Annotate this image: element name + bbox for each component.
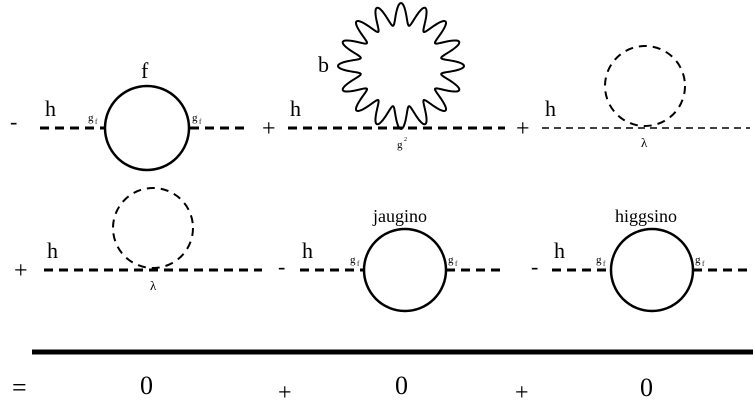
row2-term1-scalar-loop-circle [112, 187, 194, 269]
svg-text:2: 2 [404, 137, 407, 143]
row1-term3-vertex-label: λ [641, 135, 648, 150]
result-term3-value: 0 [640, 373, 653, 402]
row1-term1-sign: - [10, 109, 17, 134]
svg-text:f: f [199, 118, 202, 126]
row1-term2-h-label: h [290, 96, 301, 121]
row2-term2-sign: - [278, 254, 285, 279]
row1-term1-fermion-loop: - h f g f g f [10, 58, 250, 172]
row1-term2-loop-label: b [318, 52, 329, 77]
row2-term3-loop-label: higgsino [615, 206, 677, 226]
row2-term2-gaugino-loop-circle [362, 227, 448, 313]
row1-term1-fermion-loop-circle [103, 84, 191, 172]
row2-term3-h-label: h [554, 238, 565, 263]
row1-term2-vertex-label: g 2 [397, 137, 407, 151]
svg-text:f: f [95, 118, 98, 126]
result-row: = 0 + 0 + 0 [12, 371, 653, 406]
result-term2-sign: + [278, 380, 292, 406]
row2-term3-vertex-right-label: g f [695, 254, 705, 268]
svg-text:g: g [695, 254, 701, 266]
svg-text:f: f [702, 260, 705, 268]
row2-term2-loop-label: jaugino [372, 206, 427, 226]
svg-text:g: g [397, 139, 403, 151]
row1-term1-vertex-right-label: g f [192, 112, 202, 126]
row2-term3-vertex-left-label: g f [596, 254, 606, 268]
row1-term1-h-label: h [45, 96, 56, 121]
svg-text:f: f [455, 260, 458, 268]
result-equals-sign: = [12, 373, 27, 402]
row1-term2-gauge-loop: + h b g 2 [262, 1, 505, 151]
svg-text:g: g [192, 112, 198, 124]
result-term2-value: 0 [395, 371, 408, 400]
row2-term3-higgsino-loop-circle [609, 227, 695, 313]
svg-text:f: f [357, 260, 360, 268]
row1-term3-scalar-loop: + h λ [516, 45, 750, 150]
result-term1-value: 0 [140, 371, 153, 400]
row2-term3-sign: - [531, 254, 538, 279]
row2-term2-vertex-left-label: g f [350, 254, 360, 268]
row2-term2-vertex-right-label: g f [448, 254, 458, 268]
row2-term3-higgsino-loop: - h higgsino g f g f [531, 206, 752, 313]
row2-term2-gaugino-loop: - h jaugino g f g f [278, 206, 505, 313]
row2-term1-sign: + [14, 258, 28, 284]
svg-text:g: g [448, 254, 454, 266]
row1-term1-vertex-left-label: g f [88, 112, 98, 126]
row2-term1-h-label: h [47, 238, 58, 263]
row2-term2-h-label: h [302, 238, 313, 263]
svg-text:f: f [603, 260, 606, 268]
row2-term1-vertex-label: λ [150, 278, 157, 293]
row1-term1-loop-label: f [141, 58, 149, 83]
result-term3-sign: + [515, 380, 529, 406]
row1-term2-wavy-boson-loop [336, 1, 466, 131]
row1-term3-sign: + [516, 116, 530, 142]
row1-term3-scalar-loop-circle [604, 45, 686, 127]
svg-text:g: g [596, 254, 602, 266]
row1-term3-h-label: h [545, 96, 556, 121]
svg-text:g: g [88, 112, 94, 124]
row2-term1-scalar-loop: + h λ [14, 187, 262, 293]
row1-term2-sign: + [262, 116, 276, 142]
svg-text:g: g [350, 254, 356, 266]
